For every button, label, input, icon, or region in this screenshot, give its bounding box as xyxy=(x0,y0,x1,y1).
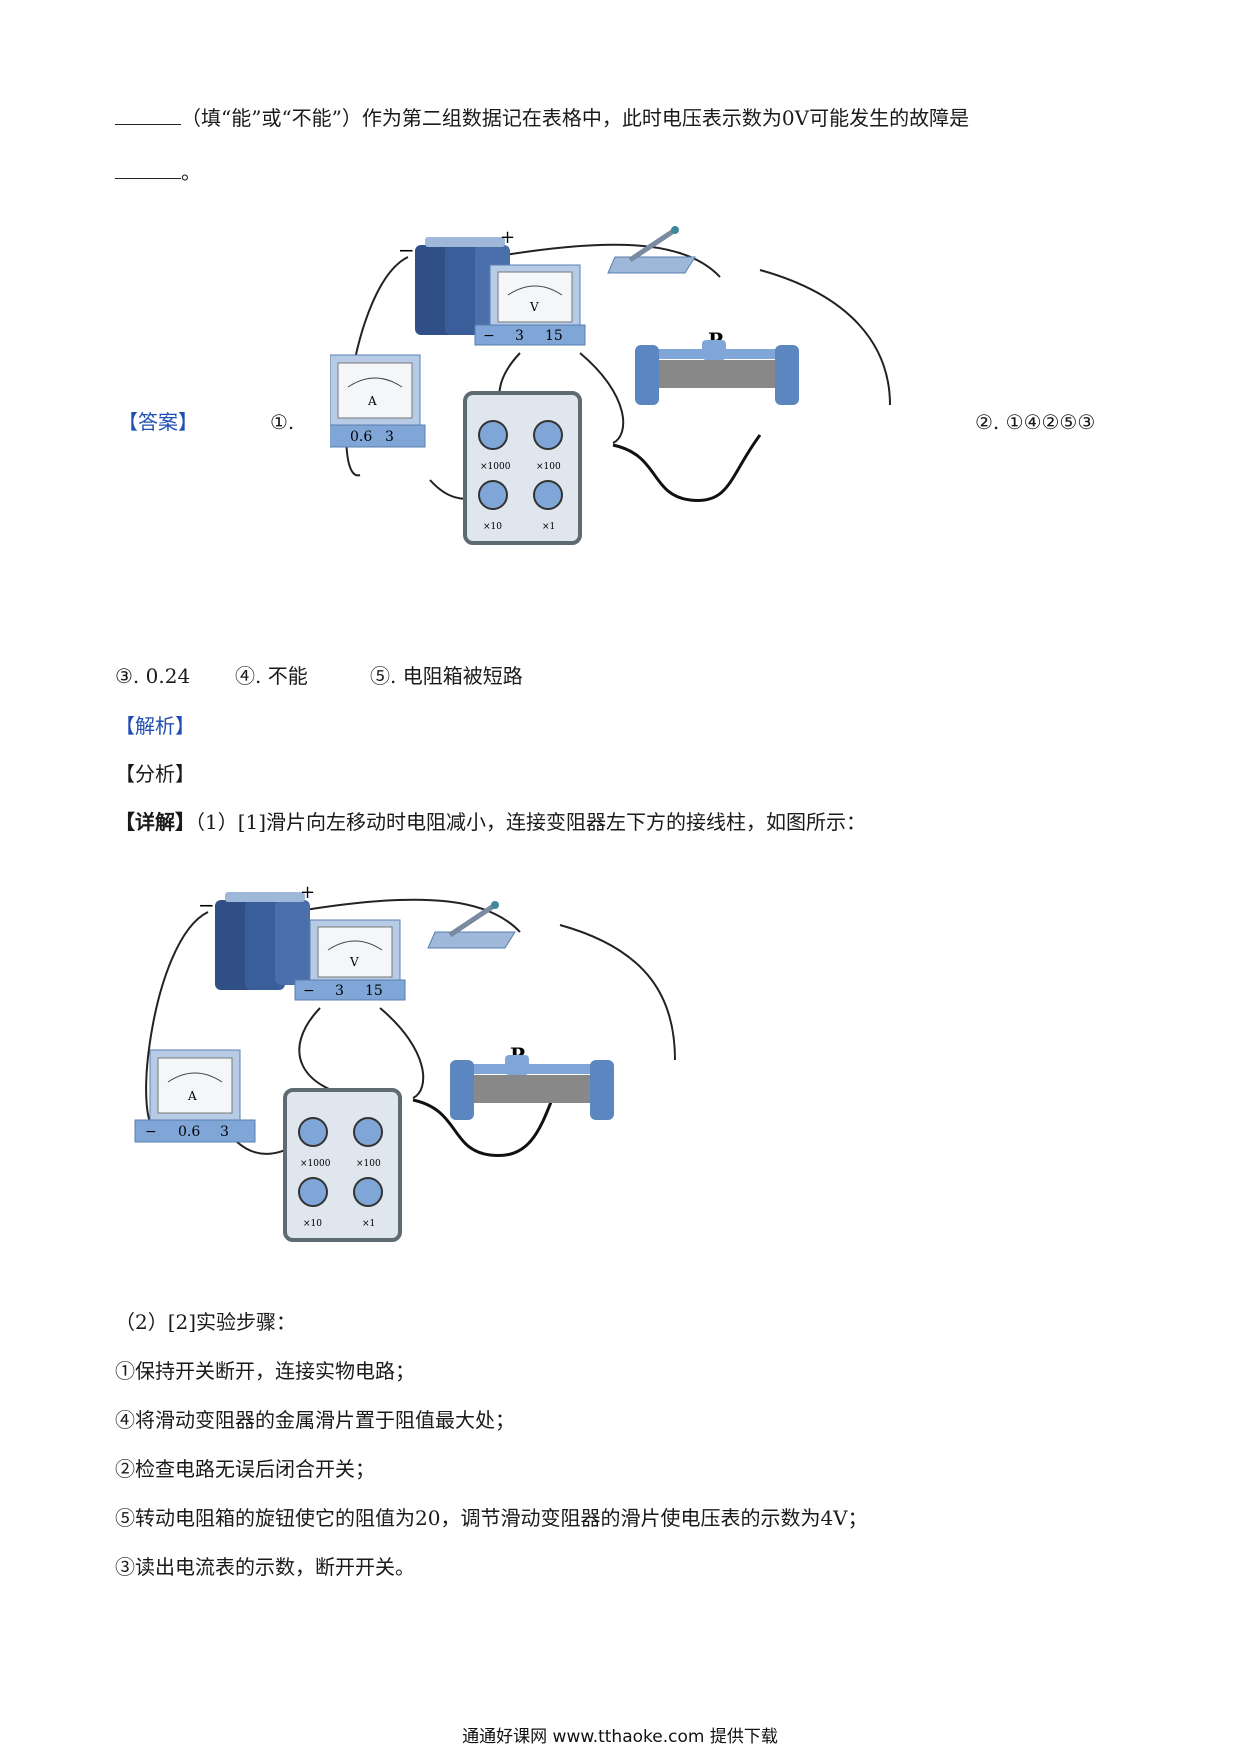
box-multiplier-100: ×100 xyxy=(536,462,561,472)
answer-blank-2 xyxy=(115,160,181,179)
footer-watermark: 通通好课网 www.tthaoke.com 提供下载 xyxy=(462,1727,778,1747)
voltmeter-terminal-neg: − xyxy=(483,328,495,344)
switch xyxy=(427,901,516,949)
box-multiplier-1000: ×1000 xyxy=(480,462,511,472)
rheostat: P xyxy=(635,328,799,405)
step-item: ⑤转动电阻箱的旋钮使它的阻值为20，调节滑动变阻器的滑片使电压表的示数为4V； xyxy=(115,1506,868,1530)
answer-blank-1 xyxy=(115,106,181,125)
ammeter-terminal-06: 0.6 xyxy=(178,1124,200,1140)
intro-line-2: 。 xyxy=(115,158,201,186)
box-multiplier-1: ×1 xyxy=(362,1219,375,1229)
voltmeter: V − 3 15 xyxy=(474,264,586,346)
answer-item-1: ①. xyxy=(270,410,295,434)
switch xyxy=(607,226,696,274)
ammeter-terminal-neg: − xyxy=(145,1124,157,1140)
ammeter: A − 0.6 3 xyxy=(330,354,426,448)
detail-text: （1）[1]滑片向左移动时电阻减小，连接变阻器左下方的接线柱，如图所示： xyxy=(195,810,867,834)
answer-item-2: ②. ①④②⑤③ xyxy=(975,410,1096,434)
ammeter-terminal-06: 0.6 xyxy=(350,429,372,445)
voltmeter-symbol: V xyxy=(349,955,359,969)
voltmeter-terminal-neg: − xyxy=(303,983,315,999)
resistance-box: ×1000 ×100 ×10 ×1 xyxy=(283,1088,402,1242)
battery-minus-label: − xyxy=(398,238,415,262)
voltmeter-terminal-15: 15 xyxy=(365,983,383,999)
detail-line: 【详解】（1）[1]滑片向左移动时电阻减小，连接变阻器左下方的接线柱，如图所示： xyxy=(115,808,866,836)
voltmeter-symbol: V xyxy=(529,300,539,314)
fenxi-label: 【分析】 xyxy=(115,762,195,786)
intro-text: （填“能”或“不能”）作为第二组数据记在表格中，此时电压表示数为0V可能发生的故… xyxy=(181,106,970,130)
box-multiplier-100: ×100 xyxy=(356,1159,381,1169)
ammeter-terminal-3: 3 xyxy=(220,1124,229,1140)
battery-plus-label: + xyxy=(300,882,315,903)
box-multiplier-1000: ×1000 xyxy=(300,1159,331,1169)
voltmeter-terminal-3: 3 xyxy=(335,983,344,999)
step-item: ③读出电流表的示数，断开开关。 xyxy=(115,1555,415,1579)
step-item: ①保持开关断开，连接实物电路； xyxy=(115,1359,415,1383)
circuit-figure-detail: − + V − 3 15 A − 0.6 3 P xyxy=(134,882,676,1242)
box-multiplier-10: ×10 xyxy=(303,1219,322,1229)
resistance-box: ×1000 ×100 ×10 ×1 xyxy=(463,391,582,545)
steps-header: （2）[2]实验步骤： xyxy=(115,1310,297,1334)
voltmeter: V − 3 15 xyxy=(294,919,406,1001)
circuit-figure-answer: − + V − 3 15 A − 0.6 3 P xyxy=(330,226,891,545)
analysis-label: 【解析】 xyxy=(115,714,195,738)
detail-label: 【详解】 xyxy=(115,810,195,834)
intro-line-1: （填“能”或“不能”）作为第二组数据记在表格中，此时电压表示数为0V可能发生的故… xyxy=(115,104,969,132)
box-multiplier-1: ×1 xyxy=(542,522,555,532)
ammeter-terminal-3: 3 xyxy=(385,429,394,445)
box-multiplier-10: ×10 xyxy=(483,522,502,532)
answer-label: 【答案】 xyxy=(118,410,198,434)
voltmeter-terminal-15: 15 xyxy=(545,328,563,344)
step-item: ④将滑动变阻器的金属滑片置于阻值最大处； xyxy=(115,1408,515,1432)
answer-item-4: ④. 不能 xyxy=(235,664,308,688)
battery-minus-label: − xyxy=(198,893,215,917)
step-item: ②检查电路无误后闭合开关； xyxy=(115,1457,375,1481)
rheostat: P xyxy=(450,1043,614,1120)
battery-plus-label: + xyxy=(500,227,515,248)
intro-line-end: 。 xyxy=(181,160,201,184)
answer-item-3: ③. 0.24 xyxy=(115,664,191,688)
answer-item-5: ⑤. 电阻箱被短路 xyxy=(370,664,523,688)
ammeter: A − 0.6 3 xyxy=(134,1049,256,1143)
ammeter-symbol: A xyxy=(187,1089,197,1103)
ammeter-symbol: A xyxy=(367,394,377,408)
voltmeter-terminal-3: 3 xyxy=(515,328,524,344)
battery: − + xyxy=(198,882,315,990)
